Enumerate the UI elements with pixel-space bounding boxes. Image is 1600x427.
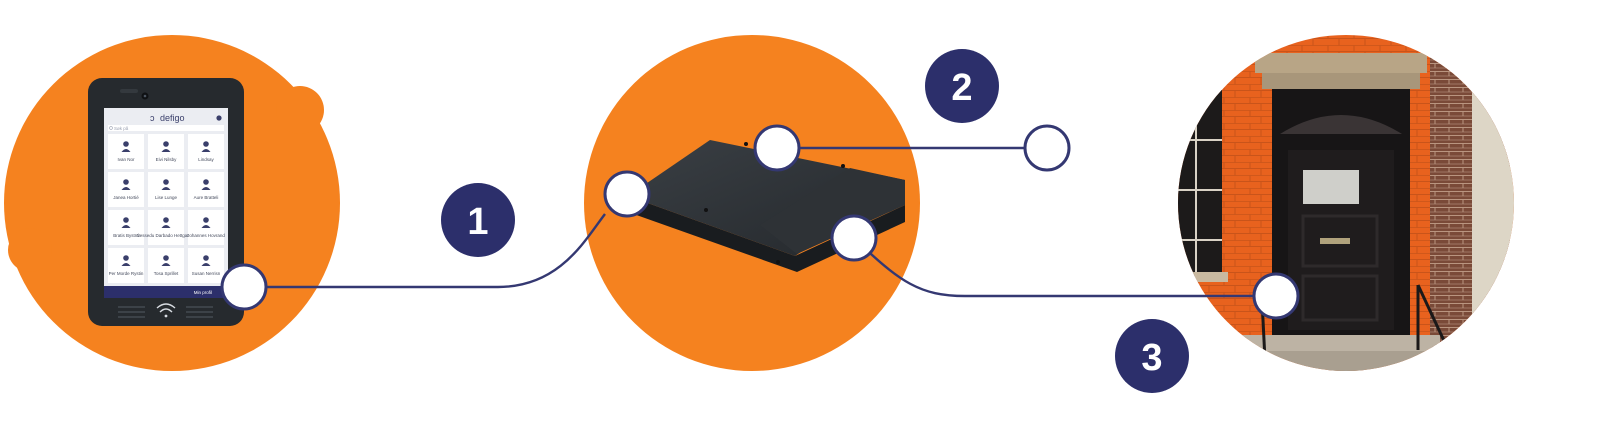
resident-tile[interactable]: Lise Lunge	[148, 172, 184, 207]
tablet-brand-logo: defigo	[160, 113, 185, 123]
node-controller-right[interactable]	[830, 214, 878, 262]
line-tablet-to-controller	[244, 213, 606, 289]
resident-name: Nessedu Darbado Hettgatsas	[136, 233, 196, 238]
resident-name: Eivi Nilsby	[156, 157, 178, 162]
screw-hole	[744, 142, 748, 146]
resident-tile[interactable]: Eivi Nilsby	[148, 134, 184, 169]
resident-name: Johannes Hovrand	[187, 233, 225, 238]
tablet-bottom-bar	[104, 286, 228, 298]
resident-tile[interactable]: Aure Bratteli	[188, 172, 224, 207]
resident-name: Janea Hortié	[113, 195, 139, 200]
svg-text:2: 2	[951, 67, 972, 109]
resident-name: Ivan Nor	[117, 157, 135, 162]
person-icon	[121, 179, 131, 190]
connection-nodes	[220, 124, 1300, 320]
resident-name: Aure Bratteli	[194, 195, 219, 200]
person-icon	[201, 217, 211, 228]
person-icon	[121, 217, 131, 228]
orange-circle-left-splash	[276, 86, 324, 134]
person-icon	[161, 179, 171, 190]
resident-name: Per Morde Rystin	[109, 271, 144, 276]
speaker-grille-left	[118, 306, 145, 318]
search-placeholder: Søk på	[114, 125, 129, 131]
person-icon	[201, 141, 211, 152]
resident-name: Susan Nerrisn	[192, 271, 221, 276]
controller-box-panel	[760, 168, 905, 254]
svg-text:1: 1	[467, 201, 488, 243]
resident-name: Tosa Sprillet	[154, 271, 179, 276]
screw-hole	[776, 260, 780, 264]
brand-mark-glyph: ↄ	[150, 113, 155, 123]
door-photo	[1178, 35, 1514, 371]
search-input[interactable]	[108, 125, 224, 131]
resident-tile[interactable]: Per Morde Rystin	[108, 248, 144, 283]
resident-name: Lindsay	[198, 157, 214, 162]
screw-hole	[704, 208, 708, 212]
node-door[interactable]	[1252, 272, 1300, 320]
resident-tile[interactable]: Susan Nerrisn	[188, 248, 224, 283]
resident-name: Lise Lunge	[155, 195, 178, 200]
person-icon	[161, 255, 171, 266]
node-tablet[interactable]	[220, 263, 268, 311]
node-external[interactable]	[1023, 124, 1071, 172]
person-icon	[201, 255, 211, 266]
node-controller-left[interactable]	[603, 170, 651, 218]
step-badge-1: 1	[441, 183, 515, 257]
intercom-group: defigo ↄ Søk på Ivan Nor Eivi Nilsby Linds…	[4, 35, 340, 371]
node-controller-top[interactable]	[753, 124, 801, 172]
camera-icon	[120, 89, 149, 100]
resident-tile[interactable]: Ivan Nor	[108, 134, 144, 169]
screw-hole	[841, 164, 845, 168]
resident-name: Bratis Bystrd	[113, 233, 139, 238]
person-icon	[121, 141, 131, 152]
speaker-grille-right	[186, 306, 213, 318]
person-icon	[121, 255, 131, 266]
search-icon	[109, 126, 113, 130]
resident-tile[interactable]: Tosa Sprillet	[148, 248, 184, 283]
resident-tile[interactable]: Janea Hortié	[108, 172, 144, 207]
settings-icon[interactable]	[216, 115, 222, 121]
person-icon	[161, 141, 171, 152]
resident-tile[interactable]: Nessedu Darbado Hettgatsas	[136, 210, 196, 245]
step-badge-2: 2	[925, 49, 999, 123]
resident-tile[interactable]: Lindsay	[188, 134, 224, 169]
resident-tile[interactable]: Johannes Hovrand	[187, 210, 225, 245]
svg-text:3: 3	[1141, 337, 1162, 379]
person-icon	[161, 217, 171, 228]
resident-tile[interactable]: Bratis Bystrd	[108, 210, 144, 245]
person-icon	[201, 179, 211, 190]
connection-lines	[244, 146, 1255, 298]
line-controller-to-door	[855, 239, 1255, 298]
orange-circle-left-splash-2	[8, 228, 52, 272]
controller-box-side	[628, 196, 905, 272]
wifi-icon	[156, 303, 176, 318]
my-profile-button[interactable]: Min profil	[194, 290, 212, 295]
step-badge-3: 3	[1115, 319, 1189, 393]
